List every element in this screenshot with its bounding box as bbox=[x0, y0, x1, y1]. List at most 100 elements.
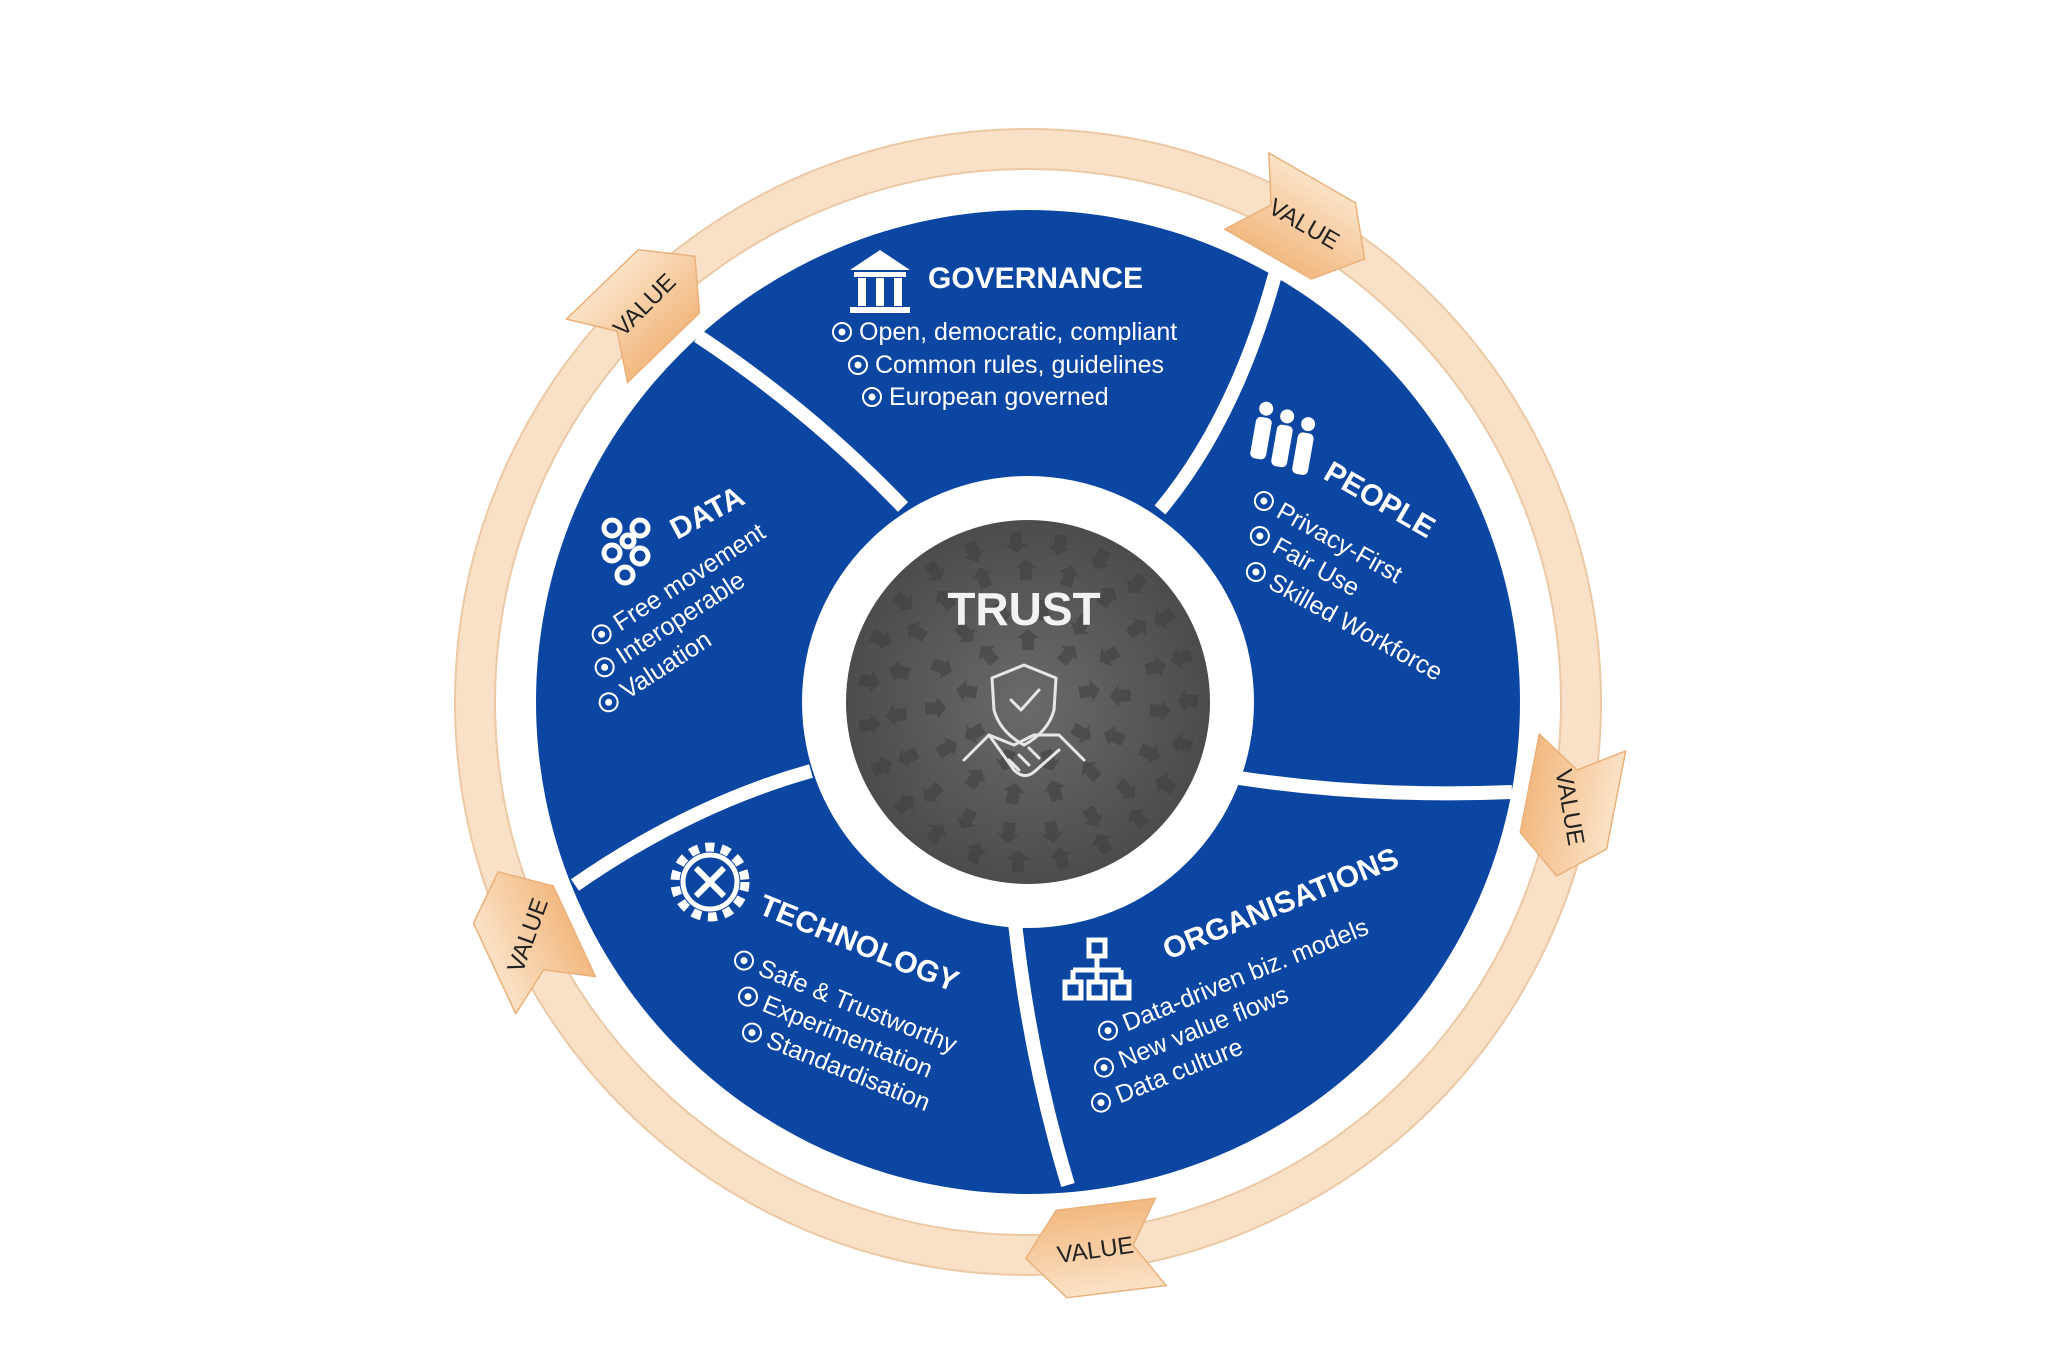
divider-governance-people bbox=[1154, 273, 1282, 515]
divider-technology-data bbox=[571, 764, 813, 891]
pattern-arrow bbox=[1099, 645, 1121, 667]
bullet-icon bbox=[594, 657, 615, 678]
pattern-arrow bbox=[858, 670, 881, 693]
pattern-arrow bbox=[935, 737, 957, 759]
pattern-arrow bbox=[924, 560, 945, 581]
pattern-arrow bbox=[1125, 617, 1147, 639]
bullet-icon bbox=[832, 322, 852, 342]
pattern-arrow bbox=[997, 821, 1020, 844]
bullet-icon bbox=[733, 950, 754, 971]
pattern-arrow bbox=[870, 755, 892, 777]
pattern-arrow bbox=[1109, 684, 1132, 707]
bullet-item: Common rules, guidelines bbox=[848, 351, 1164, 379]
shield-handshake-icon bbox=[962, 663, 1086, 777]
pattern-arrow bbox=[1014, 559, 1037, 581]
bullet-icon bbox=[1094, 1057, 1115, 1078]
pattern-arrow bbox=[1043, 780, 1065, 803]
value-arrow: VALUE bbox=[564, 248, 701, 384]
bullet-icon bbox=[1253, 491, 1274, 512]
segment-title-governance: GOVERNANCE bbox=[928, 262, 1143, 295]
pattern-arrow bbox=[1091, 833, 1113, 856]
pattern-arrow bbox=[891, 590, 912, 612]
pattern-arrow bbox=[935, 590, 957, 611]
pattern-arrow bbox=[1104, 725, 1126, 747]
arrow-shape bbox=[472, 870, 597, 1016]
pattern-arrow bbox=[991, 601, 1013, 624]
divider-data-governance bbox=[694, 330, 909, 512]
pattern-arrow bbox=[965, 842, 987, 865]
pattern-arrow bbox=[1115, 778, 1136, 800]
segment-dividers bbox=[571, 273, 1513, 1188]
pattern-arrow bbox=[907, 621, 928, 643]
bullet-icon bbox=[848, 355, 868, 375]
pattern-arrow bbox=[1017, 629, 1039, 650]
arrow-shape bbox=[1024, 1197, 1168, 1299]
pattern-arrow bbox=[885, 704, 908, 727]
pattern-arrow bbox=[1056, 645, 1078, 667]
bullet-icon bbox=[1245, 562, 1266, 583]
arrow-shape bbox=[564, 248, 701, 384]
arrow-shape bbox=[1223, 151, 1366, 280]
pattern-arrow bbox=[1128, 809, 1150, 830]
pattern-arrow bbox=[1171, 732, 1194, 755]
org-chart-icon bbox=[1062, 937, 1132, 1001]
center-label: TRUST bbox=[947, 583, 1100, 635]
pattern-arrow bbox=[1126, 572, 1148, 594]
pattern-arrow bbox=[923, 781, 944, 803]
bullet-text: Common rules, guidelines bbox=[875, 351, 1164, 379]
bullet-icon bbox=[741, 1022, 762, 1043]
pattern-arrow bbox=[1155, 773, 1177, 795]
pattern-arrow bbox=[1149, 699, 1171, 722]
institution-icon bbox=[850, 250, 910, 313]
people-icon bbox=[1250, 401, 1316, 475]
pattern-arrow bbox=[1070, 722, 1092, 744]
value-arrow: VALUE bbox=[472, 870, 597, 1016]
bullet-icon bbox=[1091, 1092, 1112, 1113]
pattern-arrow bbox=[888, 660, 911, 682]
pattern-arrow bbox=[1031, 599, 1054, 622]
pattern-arrow bbox=[964, 769, 986, 791]
segment-governance: GOVERNANCE bbox=[850, 250, 1143, 313]
pattern-arrow bbox=[1005, 532, 1028, 554]
value-arrow: VALUE bbox=[1024, 1197, 1168, 1299]
pattern-arrow bbox=[1096, 587, 1118, 609]
center-arrow-pattern bbox=[858, 532, 1199, 873]
pattern-arrow bbox=[1154, 607, 1176, 629]
bullet-item: Open, democratic, compliant bbox=[832, 318, 1177, 346]
pattern-arrow bbox=[1041, 820, 1064, 843]
value-arrow: VALUE bbox=[1223, 151, 1366, 280]
molecule-network-icon bbox=[601, 517, 651, 586]
bullet-icon bbox=[1098, 1020, 1119, 1041]
pattern-arrow bbox=[954, 621, 975, 643]
bullet-icon bbox=[1249, 526, 1270, 547]
pattern-arrow bbox=[963, 540, 985, 562]
pattern-arrow bbox=[1138, 743, 1160, 764]
pattern-arrow bbox=[1082, 805, 1104, 827]
value-arrow: VALUE bbox=[1519, 732, 1627, 877]
bullet-icon bbox=[737, 986, 758, 1007]
bullet-icon bbox=[862, 387, 882, 407]
divider-people-organisations bbox=[1237, 771, 1513, 801]
pattern-arrow bbox=[924, 697, 947, 720]
pattern-arrow bbox=[1050, 847, 1072, 870]
gear-tools-icon bbox=[670, 842, 750, 922]
pattern-arrow bbox=[858, 713, 881, 736]
pattern-arrow bbox=[1078, 680, 1100, 702]
pattern-arrow bbox=[1081, 761, 1102, 783]
bullet-icon bbox=[591, 624, 612, 645]
pattern-arrow bbox=[1176, 689, 1199, 712]
pattern-arrow bbox=[956, 680, 978, 702]
pattern-arrow bbox=[1048, 534, 1070, 556]
pattern-arrow bbox=[1089, 547, 1111, 570]
pattern-arrow bbox=[978, 645, 1000, 667]
pattern-arrow bbox=[898, 747, 920, 768]
bullet-icon bbox=[598, 692, 619, 713]
pattern-arrow bbox=[1070, 613, 1092, 635]
value-arrows: VALUE VALUE VALUE VALUE VALUE bbox=[472, 151, 1627, 1299]
pattern-arrow bbox=[972, 567, 993, 590]
pattern-arrow bbox=[1007, 850, 1030, 873]
pattern-arrow bbox=[930, 657, 952, 679]
pattern-arrow bbox=[925, 824, 947, 845]
bullet-item: European governed bbox=[862, 383, 1109, 411]
